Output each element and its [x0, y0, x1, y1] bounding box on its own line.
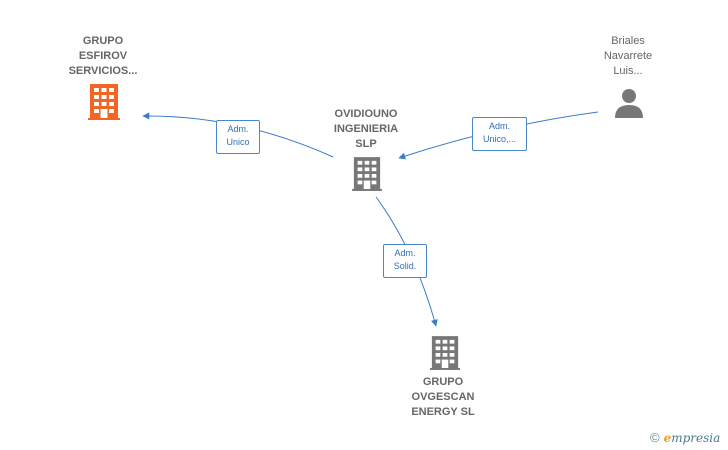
brand-watermark: ©empresia: [650, 430, 720, 445]
label-line: INGENIERIA: [333, 123, 399, 135]
label-line: Luis...: [613, 65, 643, 77]
edge-label-line: Unico,...: [482, 134, 516, 144]
label-line: Navarrete: [603, 50, 653, 62]
node-label-grupo-ovgescan[interactable]: GRUPO OVGESCAN ENERGY SL: [398, 375, 488, 420]
copyright-symbol: ©: [650, 430, 660, 445]
label-line: SLP: [355, 138, 377, 150]
edge-label-line: Unico: [226, 137, 250, 147]
brand-logo-e: e: [663, 431, 672, 445]
label-line: ENERGY SL: [411, 406, 475, 418]
person-icon[interactable]: [614, 88, 644, 118]
building-icon[interactable]: [430, 335, 460, 371]
building-icon[interactable]: [88, 84, 120, 120]
label-line: Briales: [611, 35, 645, 47]
edge-label-ovidiouno-to-ovgescan[interactable]: Adm. Solid.: [383, 244, 427, 278]
edge-label-line: Solid.: [393, 261, 417, 271]
label-line: SERVICIOS...: [68, 65, 138, 77]
label-line: OVIDIOUNO: [334, 108, 398, 120]
edge-label-line: Adm.: [227, 124, 249, 134]
edge-label-briales-to-ovidiouno[interactable]: Adm. Unico,...: [472, 117, 527, 151]
label-line: ESFIROV: [78, 50, 128, 62]
edge-label-ovidiouno-to-esfirov[interactable]: Adm. Unico: [216, 120, 260, 154]
node-label-grupo-esfirov[interactable]: GRUPO ESFIROV SERVICIOS...: [58, 34, 148, 79]
brand-logo-text: mpresia: [671, 431, 721, 445]
node-label-briales[interactable]: Briales Navarrete Luis...: [583, 34, 673, 79]
node-label-ovidiouno[interactable]: OVIDIOUNO INGENIERIA SLP: [321, 107, 411, 152]
edge-label-line: Adm.: [394, 248, 416, 258]
label-line: GRUPO: [82, 35, 124, 47]
label-line: GRUPO: [422, 376, 464, 388]
edge-label-line: Adm.: [488, 121, 510, 131]
label-line: OVGESCAN: [411, 391, 475, 403]
building-icon[interactable]: [352, 156, 382, 192]
